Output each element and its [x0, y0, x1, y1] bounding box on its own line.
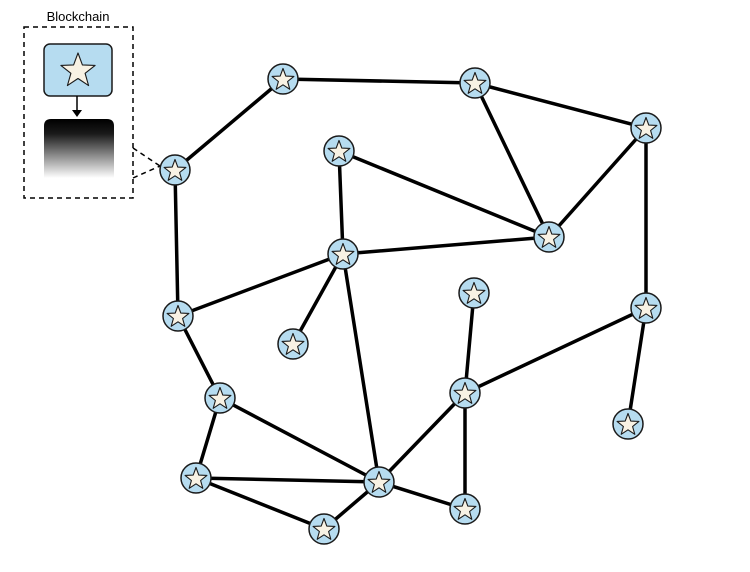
- network-edge: [473, 81, 551, 239]
- network-edges: [173, 77, 648, 531]
- network-edge: [173, 77, 285, 172]
- star-icon: [184, 466, 208, 489]
- network-node: [180, 462, 212, 494]
- network-edge: [337, 149, 345, 256]
- network-edge: [473, 81, 648, 130]
- legend-box: [23, 26, 134, 199]
- network-node: [630, 292, 662, 324]
- star-icon: [208, 386, 232, 409]
- star-icon: [453, 381, 477, 404]
- network-node: [363, 466, 395, 498]
- network-edge: [341, 252, 381, 484]
- star-icon: [537, 225, 561, 248]
- network-edge: [218, 396, 381, 484]
- network-edge: [194, 476, 381, 484]
- network-node: [159, 154, 191, 186]
- network-node: [327, 238, 359, 270]
- legend-title: Blockchain: [47, 9, 110, 24]
- star-icon: [463, 71, 487, 94]
- star-icon: [616, 412, 640, 435]
- star-icon: [634, 116, 658, 139]
- network-node: [449, 493, 481, 525]
- star-icon: [271, 67, 295, 90]
- network-edge: [341, 235, 551, 256]
- network-edge: [463, 291, 476, 395]
- network-edge: [337, 149, 551, 239]
- star-icon: [331, 242, 355, 265]
- network-node: [277, 328, 309, 360]
- star-icon: [453, 497, 477, 520]
- legend-pointer-line: [132, 147, 161, 167]
- network-node: [308, 513, 340, 545]
- network-edge: [194, 476, 326, 531]
- network-edge: [173, 168, 180, 318]
- network-edge: [377, 391, 467, 484]
- network-edge: [281, 77, 477, 85]
- network-nodes: [159, 63, 662, 545]
- star-icon: [327, 139, 351, 162]
- network-node: [458, 277, 490, 309]
- blockchain-legend: Blockchain: [23, 9, 161, 199]
- network-node: [533, 221, 565, 253]
- star-icon: [312, 517, 336, 540]
- network-node: [449, 377, 481, 409]
- star-icon: [163, 158, 187, 181]
- network-node: [162, 300, 194, 332]
- network-node: [204, 382, 236, 414]
- arrow-down-icon: [72, 110, 82, 117]
- network-node: [459, 67, 491, 99]
- star-icon: [634, 296, 658, 319]
- network-node: [267, 63, 299, 95]
- network-node: [630, 112, 662, 144]
- network-edge: [626, 306, 648, 426]
- network-edge: [176, 252, 345, 318]
- legend-pointer-line: [132, 165, 161, 179]
- network-node: [612, 408, 644, 440]
- star-icon: [60, 52, 96, 87]
- network-edge: [547, 126, 648, 239]
- star-icon: [367, 470, 391, 493]
- star-icon: [166, 304, 190, 327]
- network-edge: [291, 252, 345, 346]
- star-icon: [281, 332, 305, 355]
- chain-blocks-fade: [44, 119, 114, 178]
- star-icon: [462, 281, 486, 304]
- network-edge: [463, 306, 648, 395]
- network-node: [323, 135, 355, 167]
- star-icon: [60, 52, 96, 87]
